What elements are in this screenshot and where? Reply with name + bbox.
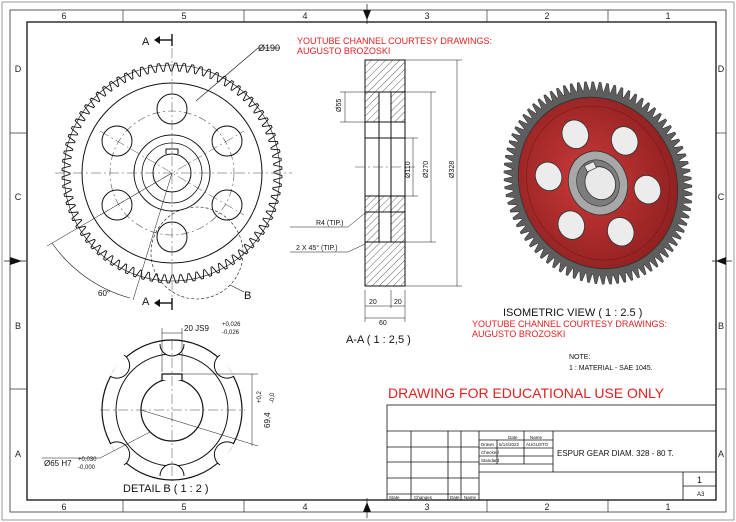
row-label-a-right: A <box>718 449 724 459</box>
credit-top-line2: AUGUSTO BROZOSKI <box>297 46 390 56</box>
col-label-3-bottom: 3 <box>424 502 429 512</box>
col-label-5-bottom: 5 <box>181 502 186 512</box>
isometric-gear-render <box>503 81 693 285</box>
note-item: 1 : MATERIAL - SAE 1045. <box>569 365 653 372</box>
section-title: A-A ( 1 : 2,5 ) <box>346 334 411 346</box>
bore-tol-lower: -0,000 <box>78 465 96 471</box>
tb-name-header: Name <box>530 435 543 440</box>
height-tol-lower: -0,0 <box>270 392 276 403</box>
dim-20-right: 20 <box>394 299 402 306</box>
col-label-6-bottom: 6 <box>61 502 66 512</box>
tb-rev-name: Name <box>464 495 477 500</box>
col-label-4-bottom: 4 <box>302 502 307 512</box>
radius-note: R4 (TIP.) <box>316 220 344 227</box>
row-label-c-right: C <box>718 192 725 202</box>
row-label-b-right: B <box>718 321 724 331</box>
dim-60: 60 <box>379 320 387 327</box>
section-mark-bottom: A <box>142 296 150 308</box>
tb-sheet-size: A3 <box>697 492 705 498</box>
educational-banner: DRAWING FOR EDUCATIONAL USE ONLY <box>388 385 665 401</box>
iso-title: ISOMETRIC VIEW ( 1 : 2.5 ) <box>503 307 642 319</box>
tb-drawn-date: 5/14/2022 <box>499 442 520 447</box>
height-tol-upper: +0,2 <box>257 390 263 403</box>
row-label-d-right: D <box>718 64 725 74</box>
tb-date-header: Date <box>508 435 518 440</box>
col-label-1-bottom: 1 <box>665 502 670 512</box>
col-label-2-bottom: 2 <box>544 502 549 512</box>
col-label-5: 5 <box>181 11 186 21</box>
detail-title: DETAIL B ( 1 : 2 ) <box>123 483 209 495</box>
tb-row-standard: Standard <box>481 458 500 463</box>
col-label-6: 6 <box>61 11 66 21</box>
tb-row-checked: Checked <box>481 450 499 455</box>
dim-d110: Ø110 <box>405 161 412 178</box>
title-block <box>386 404 717 501</box>
col-label-4: 4 <box>302 11 307 21</box>
bore-tol-upper: +0,030 <box>78 457 97 463</box>
note-heading: NOTE: <box>569 354 590 361</box>
tb-rev-changes: Changes <box>414 495 433 500</box>
credit-mid-line1: YOUTUBE CHANNEL COURTESY DRAWINGS: <box>472 319 667 329</box>
col-label-2: 2 <box>544 11 549 21</box>
col-label-1: 1 <box>665 11 670 21</box>
tb-drawing-title: ESPUR GEAR DIAM. 328 - 80 T. <box>557 449 674 458</box>
bore-dim: Ø65 H7 <box>44 459 72 468</box>
section-mark-top: A <box>142 36 150 48</box>
diameter-190-label: Ø190 <box>258 43 280 53</box>
detail-b-view <box>42 328 259 482</box>
col-label-3: 3 <box>424 11 429 21</box>
tb-sheet-number: 1 <box>697 475 702 485</box>
dim-d55: Ø55 <box>336 99 343 112</box>
tb-drawn-name: AUGUSTO <box>526 442 549 447</box>
dim-d270: Ø270 <box>423 161 430 178</box>
detail-b-mark: B <box>244 290 251 302</box>
credit-top-line1: YOUTUBE CHANNEL COURTESY DRAWINGS: <box>297 36 492 46</box>
row-label-d: D <box>15 64 22 74</box>
angle-60-label: 60° <box>98 289 110 298</box>
keyway-tol-upper: +0,026 <box>222 322 241 328</box>
tb-rev-state: State <box>389 495 400 500</box>
tb-row-drawn: Drawn <box>481 442 495 447</box>
row-label-b: B <box>15 321 21 331</box>
row-label-c: C <box>15 192 22 202</box>
row-label-a: A <box>15 449 21 459</box>
dim-d328: Ø328 <box>449 161 456 178</box>
height-dim: 69,4 <box>263 412 272 428</box>
keyway-tol-lower: -0,026 <box>222 330 240 336</box>
dim-20-left: 20 <box>369 299 377 306</box>
credit-mid-line2: AUGUSTO BROZOSKI <box>472 329 565 339</box>
section-view-a-a <box>290 59 462 322</box>
gear-front-view <box>46 34 292 310</box>
chamfer-note: 2 X 45° (TIP.) <box>296 244 338 252</box>
keyway-dim: 20 JS9 <box>184 324 209 333</box>
tb-rev-date: Date <box>450 495 460 500</box>
